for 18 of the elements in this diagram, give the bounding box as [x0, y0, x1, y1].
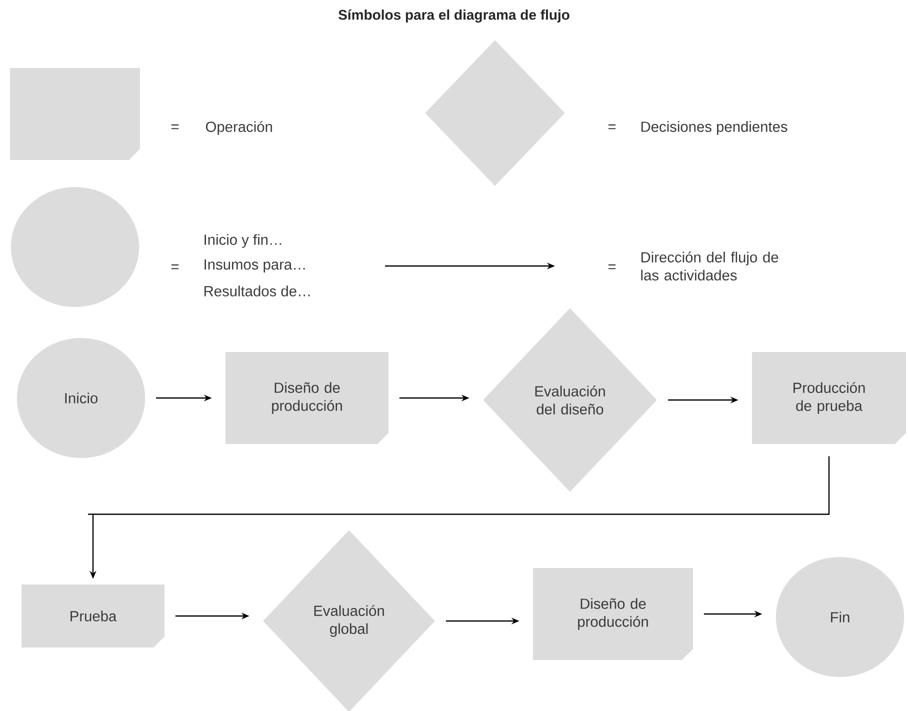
terminal-circle [10, 187, 140, 307]
process-box: Diseño de producción [226, 352, 388, 444]
label: Operación [206, 121, 272, 135]
process-box: Diseño de producción [533, 568, 693, 660]
equals-sign: = [171, 264, 179, 270]
equals-sign: = [171, 124, 179, 130]
label: Dirección del flujo de las actividades [641, 252, 778, 280]
process-box: Prueba [22, 584, 164, 648]
process-box: Producción de prueba [752, 352, 906, 444]
process-box [10, 68, 140, 160]
equals-sign: = [608, 264, 616, 270]
decision-diamond [425, 40, 565, 186]
label: Insumos para… [204, 259, 305, 273]
equals-sign: = [608, 124, 616, 130]
label: Resultados de… [204, 286, 310, 296]
label: Inicio y fin… [204, 234, 282, 248]
title: Símbolos para el diagrama de flujo [338, 9, 570, 23]
label: Decisiones pendientes [641, 121, 788, 135]
